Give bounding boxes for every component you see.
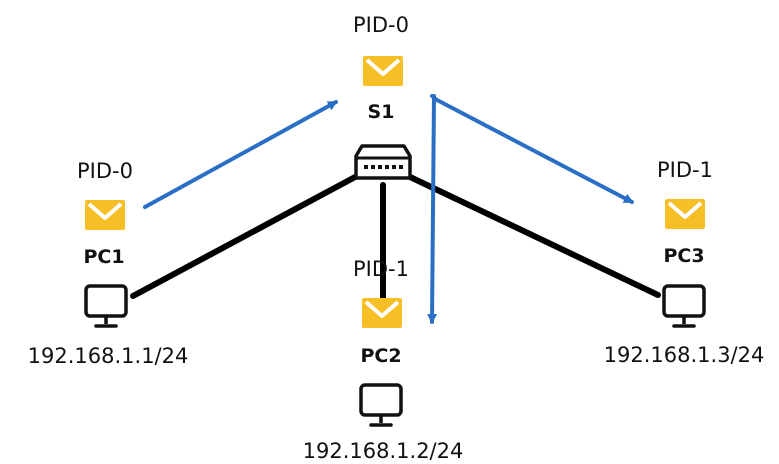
pc3-name-label: PC3	[663, 245, 704, 267]
arrow-s1-to-pc2	[427, 94, 438, 324]
pc3[interactable]: PID-1 PC3 192.168.1.3/24	[604, 158, 765, 367]
envelope-icon	[362, 298, 402, 328]
pc1-packet-label: PID-0	[77, 159, 133, 183]
envelope-icon	[85, 200, 125, 230]
links	[130, 173, 661, 323]
pc2-ip-label: 192.168.1.2/24	[303, 439, 464, 463]
pc3-packet-label: PID-1	[657, 158, 713, 182]
switch-name-label: S1	[368, 101, 395, 123]
pc2[interactable]: PID-1 PC2 192.168.1.2/24	[303, 257, 464, 463]
packet-arrows	[143, 94, 634, 324]
link-s1-pc3	[405, 173, 661, 298]
switch-packet-label: PID-0	[353, 13, 409, 37]
monitor-icon	[359, 383, 403, 427]
envelope-icon	[665, 199, 705, 229]
arrow-s1-to-pc3	[430, 94, 634, 204]
pc2-name-label: PC2	[360, 345, 401, 367]
switch-s1[interactable]: PID-0 S1	[353, 13, 412, 180]
pc2-packet-label: PID-1	[353, 257, 409, 281]
pc1-ip-label: 192.168.1.1/24	[28, 344, 189, 368]
monitor-icon	[84, 284, 128, 328]
pc1-name-label: PC1	[83, 246, 124, 268]
pc1[interactable]: PID-0 PC1 192.168.1.1/24	[28, 159, 189, 368]
envelope-icon	[363, 56, 403, 86]
pc3-ip-label: 192.168.1.3/24	[604, 343, 765, 367]
monitor-icon	[662, 284, 706, 328]
link-s1-pc1	[130, 173, 360, 299]
arrow-pc1-to-s1	[143, 100, 338, 209]
network-switch-icon	[354, 144, 412, 180]
